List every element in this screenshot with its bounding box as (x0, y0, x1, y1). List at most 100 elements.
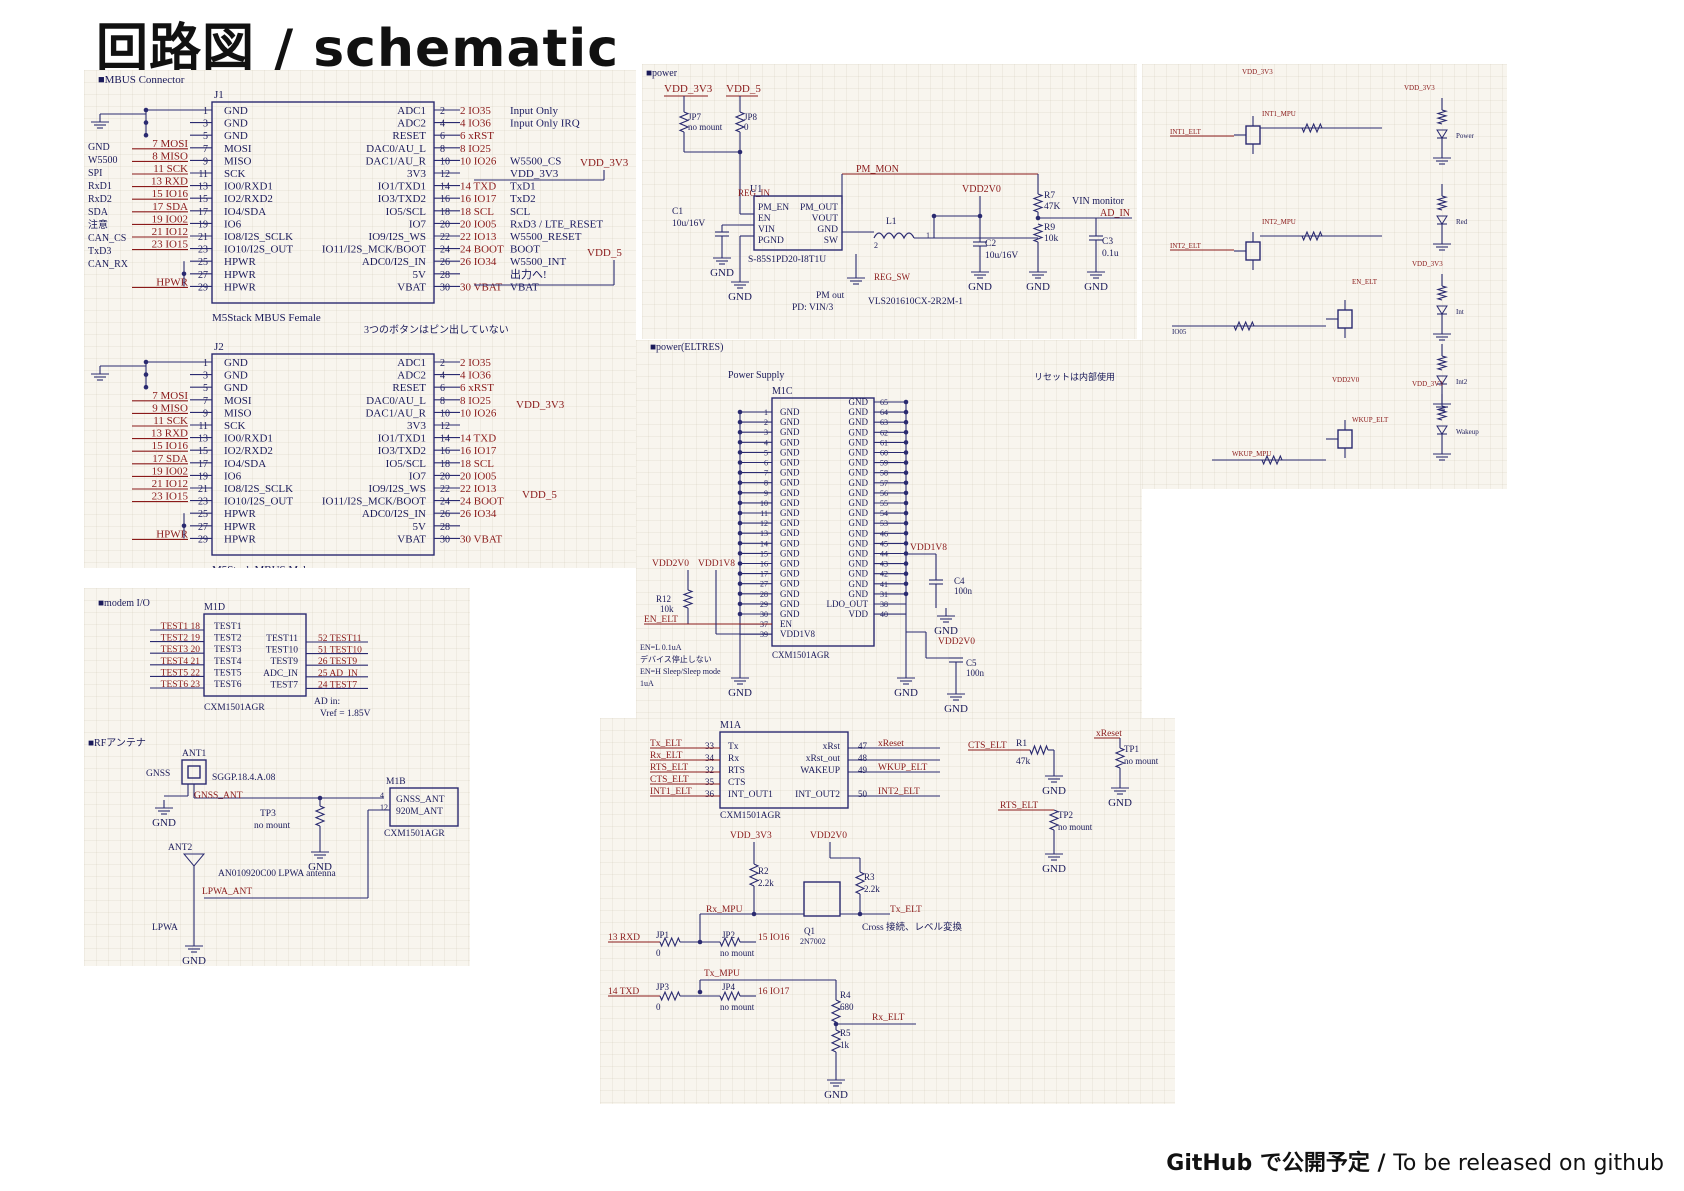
pin-number: 14 (440, 434, 450, 445)
net-label: INT1_ELT (1170, 128, 1202, 136)
net-label: HPWR (156, 276, 188, 288)
pin-name: IO8/I2S_SCLK (224, 231, 293, 243)
net-label: 6 xRST (460, 382, 494, 394)
resistor-symbol (1436, 355, 1448, 371)
rx-elt-label: Rx_ELT (872, 1013, 905, 1023)
junction-dot (697, 989, 703, 995)
left-description: GND (88, 142, 110, 153)
net-label: 17 SDA (152, 453, 188, 465)
pin-name: GND (849, 528, 869, 538)
pin-name: GND (780, 518, 800, 528)
pin-description: W5500_CS (510, 155, 561, 167)
pin-name: TEST2 (214, 634, 242, 644)
led-label: Power (1456, 132, 1475, 140)
pin-number: 11 (198, 169, 208, 180)
page-title: 回路図 / schematic (96, 19, 620, 79)
pin-name: TEST4 (214, 657, 242, 667)
jp3-ref: JP3 (656, 982, 670, 992)
pin-name: GND (224, 118, 248, 130)
pin-description: 出力へ! (510, 267, 547, 281)
jp3-value: 0 (656, 1002, 661, 1012)
pin-number: 23 (198, 497, 208, 508)
left-description: RxD2 (88, 194, 112, 205)
pin-name: TEST7 (271, 680, 299, 690)
pin-number: 17 (198, 207, 208, 218)
resistor-symbol (1301, 230, 1323, 242)
jp1-value: 0 (656, 948, 661, 958)
resistor-symbol (748, 863, 760, 887)
q1-body (803, 881, 841, 917)
pin-description: Input Only (510, 105, 558, 117)
r4-value: 680 (840, 1002, 854, 1012)
resistor-symbol (1032, 193, 1044, 213)
footer-rest: To be released on github (1393, 1151, 1664, 1176)
junction-dot (143, 384, 149, 390)
pin-name: IO10/I2S_OUT (224, 496, 293, 508)
resistor-symbol (1301, 122, 1323, 134)
lpwa-ant-label: LPWA_ANT (202, 887, 252, 897)
net-label: TEST4 21 (161, 657, 201, 667)
pin-name: GND (224, 370, 248, 382)
pin-name: GND (224, 105, 248, 117)
led-schematic: VDD_3V3INT1_ELTINT1_MPUINT2_ELTINT2_MPUE… (1170, 68, 1479, 466)
resistor-symbol (719, 936, 741, 948)
pin-name: IO5/SCL (386, 206, 427, 218)
ant1-part: SGGP.18.4.A.08 (212, 773, 276, 783)
connector-body (211, 353, 435, 556)
pin-name: GND (780, 508, 800, 518)
jp2-ref: JP2 (722, 930, 735, 940)
l1-part: VLS201610CX-2R2M-1 (868, 297, 963, 307)
cross-note: Cross 接続、レベル変換 (862, 921, 963, 933)
pin-name: GND (780, 609, 800, 619)
net-label: 22 IO13 (460, 231, 497, 243)
junction-dot (857, 911, 863, 917)
pin-name: IO2/RXD2 (224, 193, 273, 205)
pin-number: 9 (203, 408, 208, 419)
jp8-value: 0 (744, 122, 749, 132)
pin-name: MOSI (224, 143, 252, 155)
left-description: SDA (88, 207, 109, 218)
pin-number: 28 (440, 270, 450, 281)
junction-dot (751, 911, 757, 917)
pin-number: 2 (440, 358, 445, 369)
m1d-body (203, 613, 307, 697)
rx-mpu-label: Rx_MPU (706, 905, 743, 915)
pin-name: IO0/RXD1 (224, 181, 273, 193)
cts-elt-label: CTS_ELT (968, 741, 1007, 751)
net-label: 10 IO26 (460, 407, 497, 419)
pin-name: GND (780, 437, 800, 447)
led-label: Int (1456, 308, 1464, 316)
c5-ref: C5 (966, 658, 977, 668)
pin-name: RESET (392, 130, 426, 142)
gnd-label: GND (728, 687, 752, 699)
pin-name: GNSS_ANT (396, 795, 445, 805)
resistor-symbol (734, 111, 746, 133)
pin-name: GND (780, 447, 800, 457)
rail-label: VDD_3V3 (1412, 380, 1443, 388)
rail-label: VDD_3V3 (1242, 68, 1273, 76)
pm-out-label: PM out (816, 291, 845, 301)
gnd-label: GND (894, 687, 918, 699)
pin-name: GND (849, 498, 869, 508)
pin-name: IO4/SDA (224, 206, 266, 218)
pin-name: TEST1 (214, 622, 242, 632)
resistor-symbol (830, 1029, 842, 1053)
pin-name: IO9/I2S_WS (369, 483, 426, 495)
net-label: 11 SCK (153, 415, 188, 427)
section-title: ■RFアンテナ (88, 737, 146, 749)
tp3-value: no mount (254, 821, 291, 831)
pin-name: ADC1 (397, 357, 426, 369)
pin-number: 1 (926, 231, 930, 240)
resistor-symbol (1233, 320, 1255, 332)
rail-label: VDD_5 (726, 83, 761, 95)
junction-dot (143, 359, 149, 365)
pin-number: 13 (198, 434, 208, 445)
pin-name: IO11/I2S_MCK/BOOT (322, 244, 426, 256)
net-label: HPWR (156, 528, 188, 540)
mosfet-body (1337, 309, 1353, 329)
ant1-body (181, 759, 207, 785)
